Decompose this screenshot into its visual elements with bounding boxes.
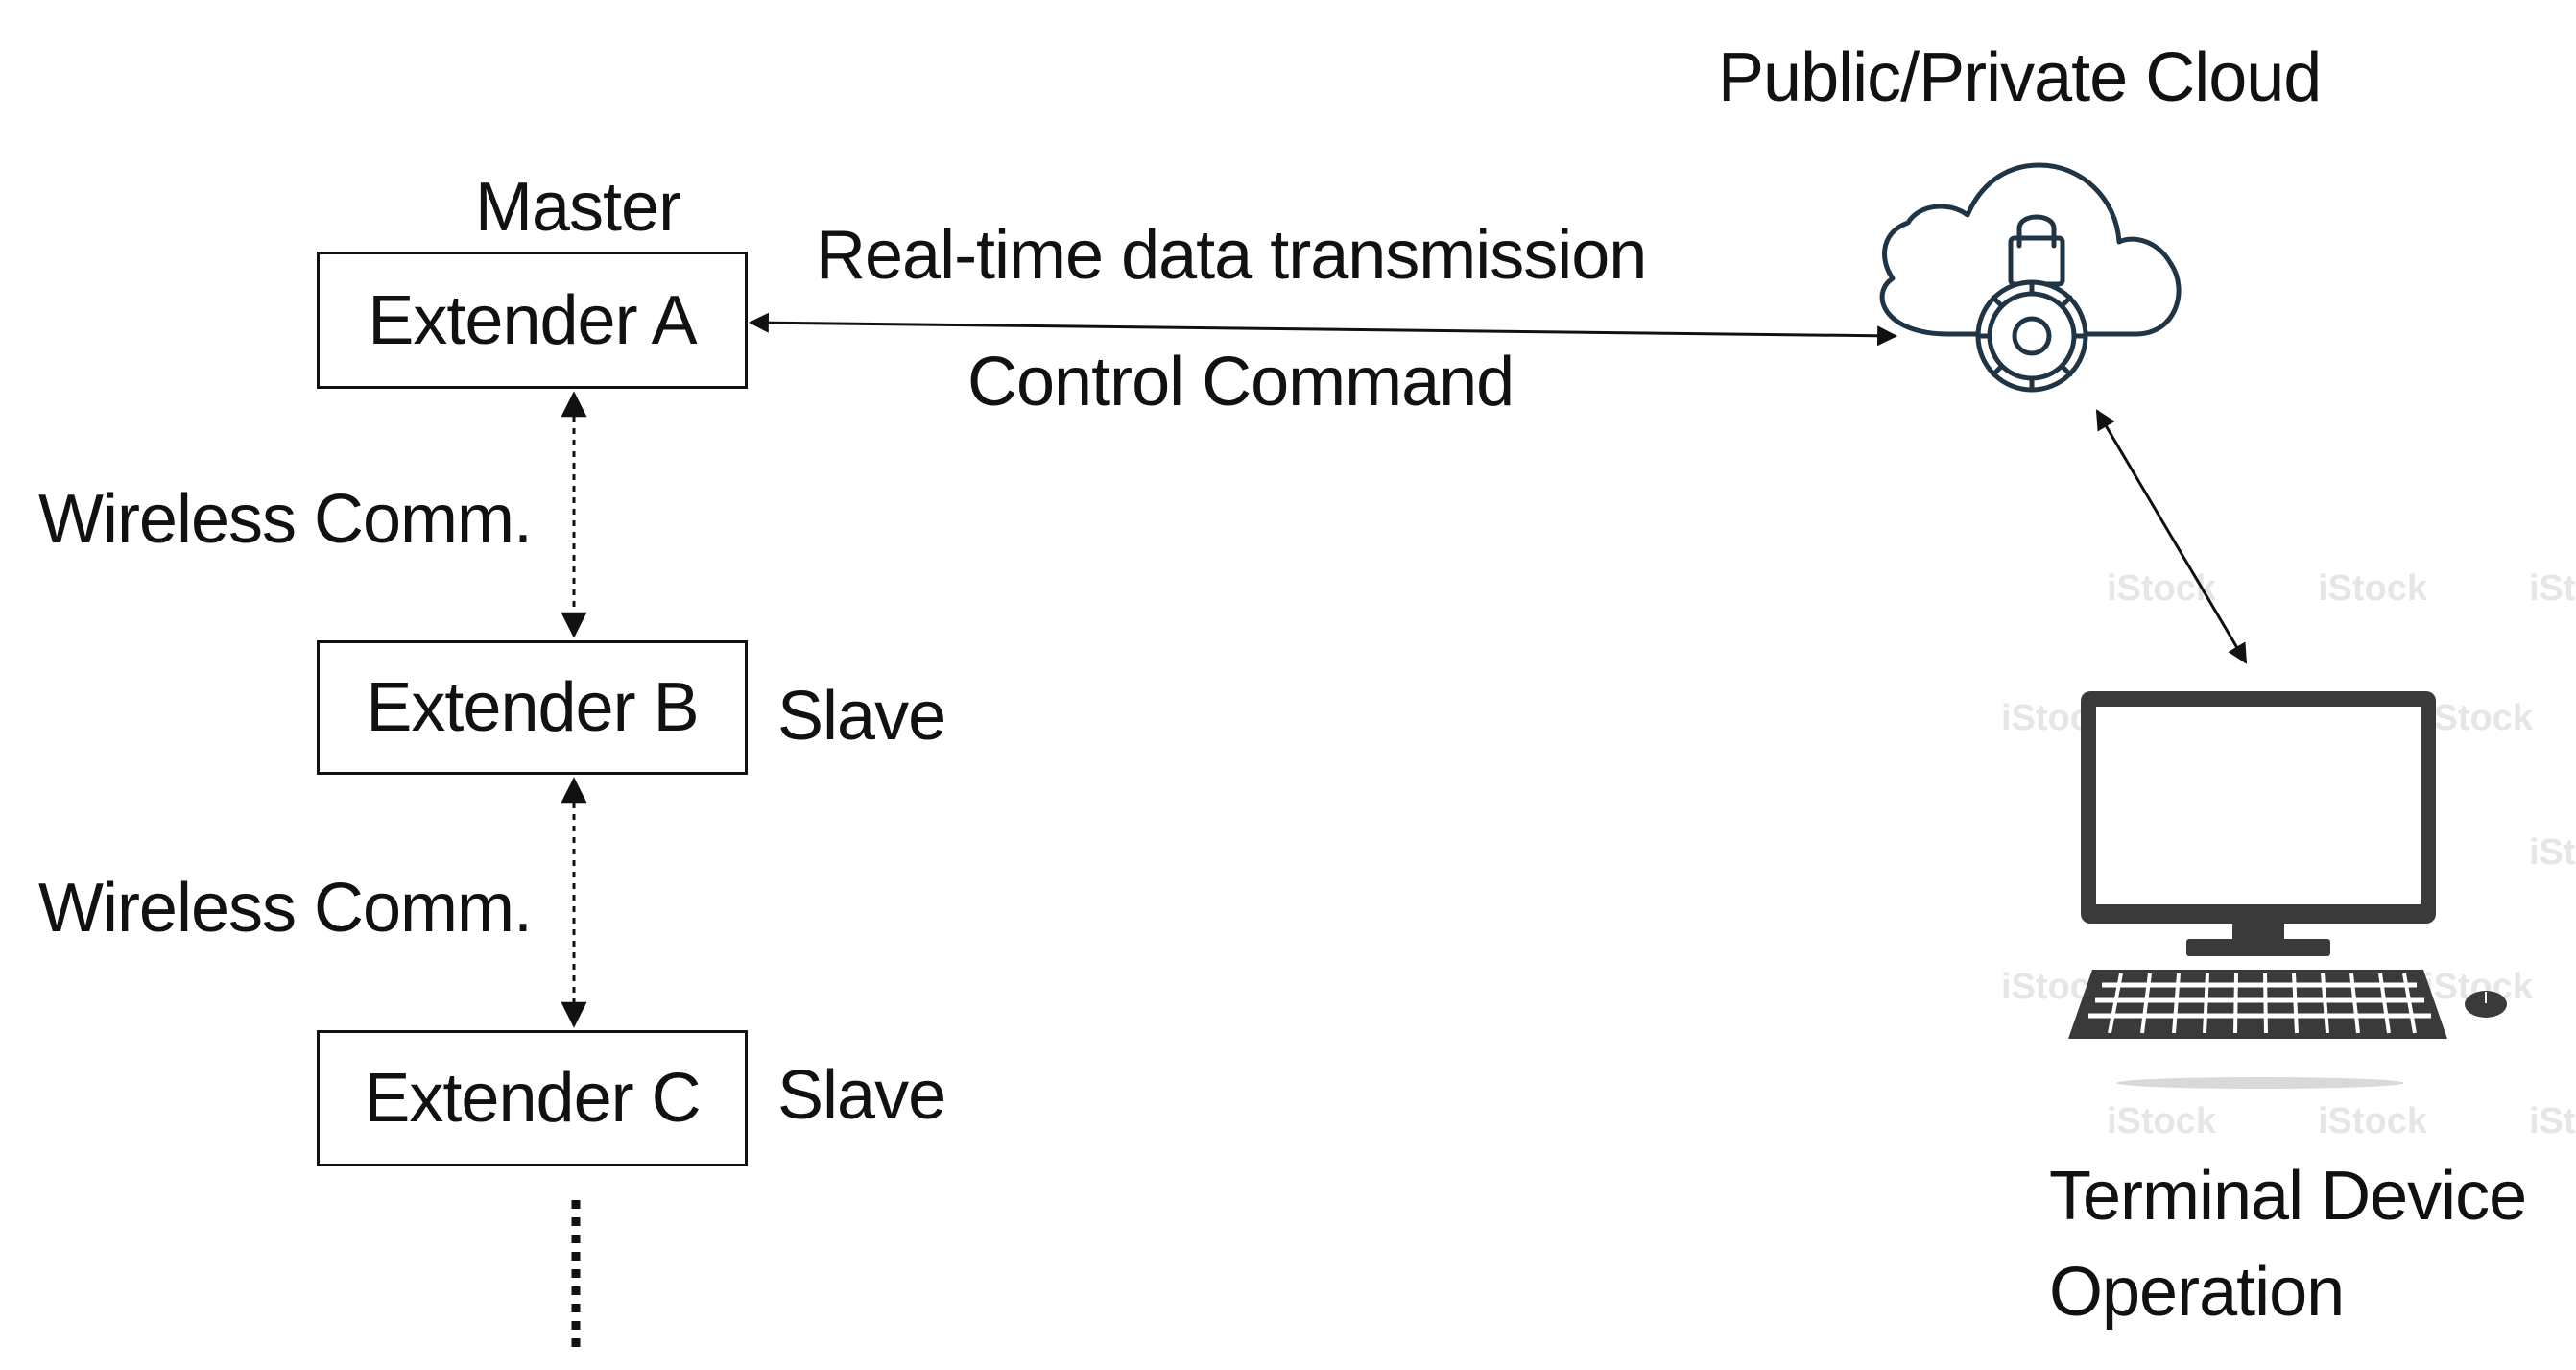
watermark-text: iStock [2529,568,2576,609]
extender-c-box: Extender C [317,1030,748,1166]
master-label: Master [475,169,681,246]
watermark-text: iStock [2423,698,2534,738]
extender-a-box: Extender A [317,252,748,389]
watermark-text: iStock [2529,1101,2576,1142]
slave-label-c: Slave [777,1057,946,1134]
watermark-text: iStock [2107,568,2217,609]
wireless-label-1: Wireless Comm. [38,481,533,558]
extender-b-label: Extender B [366,669,699,746]
extender-a-label: Extender A [368,281,697,359]
slave-label-b: Slave [777,678,946,755]
extender-b-box: Extender B [317,640,748,775]
realtime-transmission-label: Real-time data transmission [816,217,1647,294]
link-arrow-a-cloud [748,312,1898,347]
watermark-text: iStock [2529,832,2576,873]
cloud-lock-icon [1879,162,2182,393]
watermark-text: iStock [2318,568,2428,609]
desktop-computer-icon [2068,691,2507,1089]
control-command-label: Control Command [967,344,1515,421]
watermark-text: iStock [2318,1101,2428,1142]
cloud-label: Public/Private Cloud [1718,39,2322,116]
extender-c-label: Extender C [364,1060,701,1137]
terminal-label-line2: Operation [2049,1254,2345,1331]
link-arrow-cloud-terminal [2095,409,2248,664]
watermark-text: iStock [2107,1101,2217,1142]
terminal-label-line1: Terminal Device [2049,1158,2527,1235]
wireless-label-2: Wireless Comm. [38,870,533,947]
